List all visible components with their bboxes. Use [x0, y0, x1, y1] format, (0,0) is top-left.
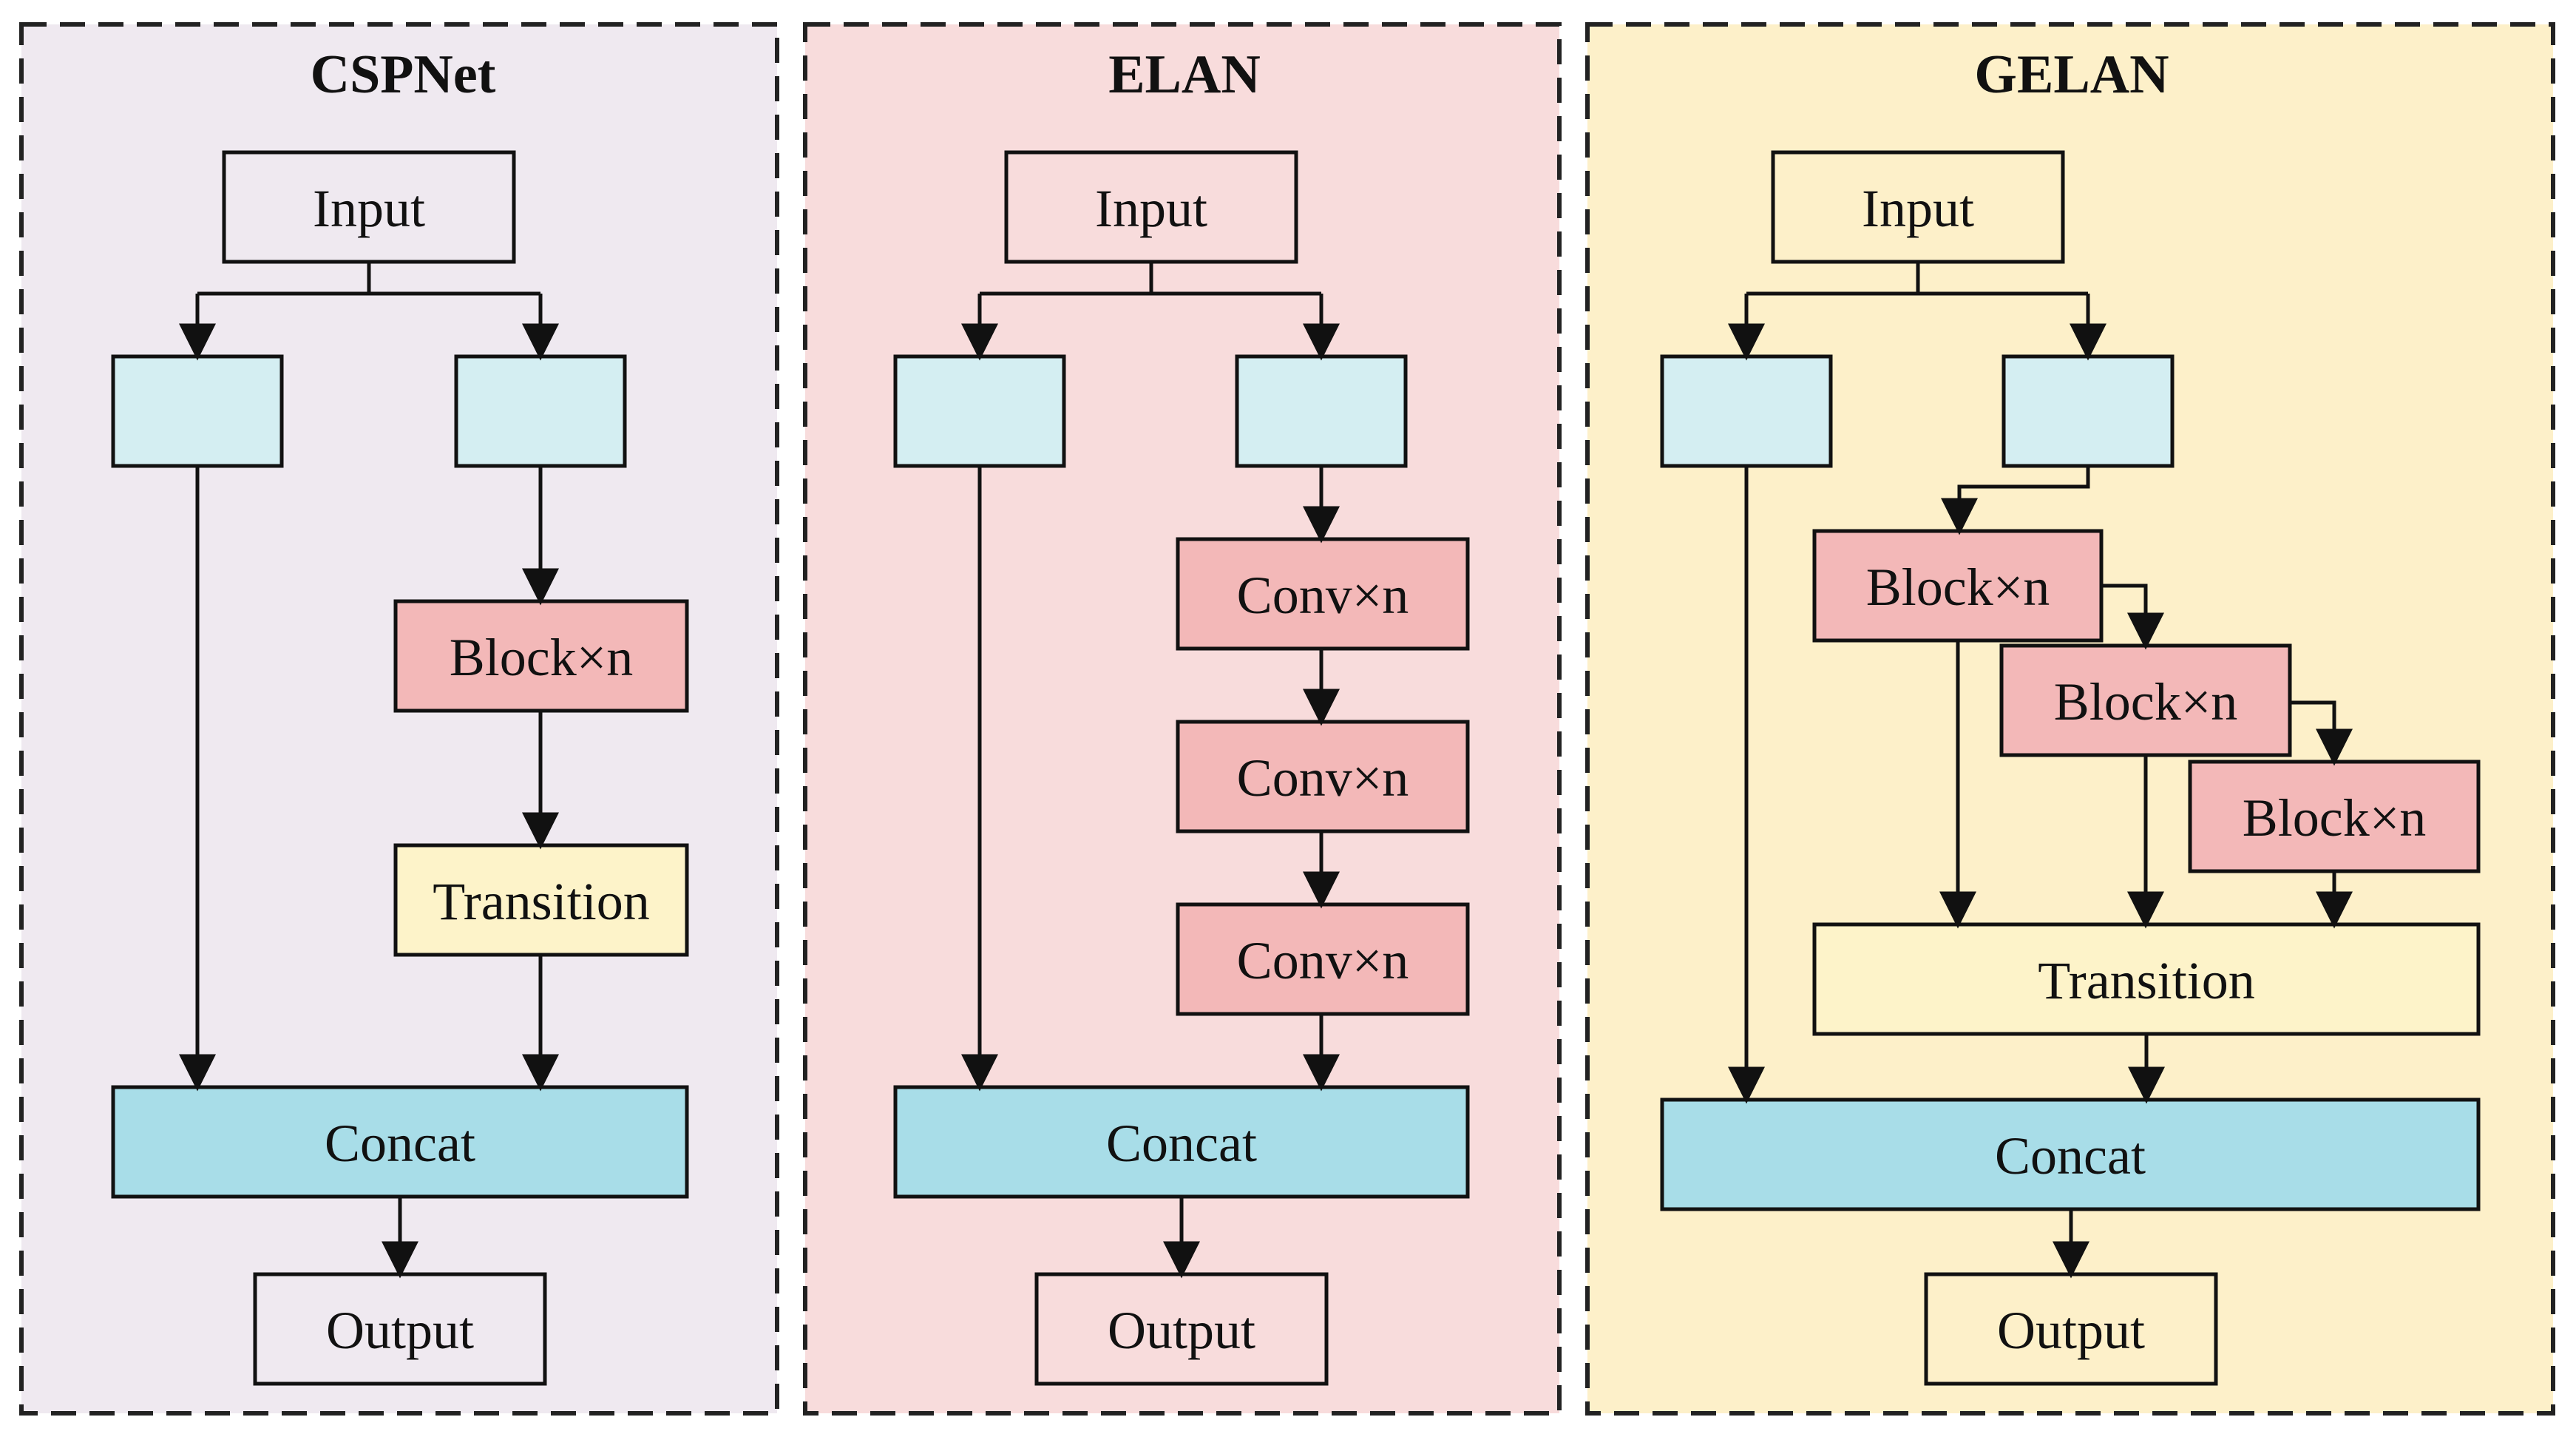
gelan-transition-node: Transition: [1812, 922, 2481, 1036]
gelan-concat-label: Concat: [1995, 1126, 2146, 1186]
gelan-split-right-node: [2002, 354, 2175, 468]
gelan-edge-split-right-block1: [1941, 466, 2090, 535]
elan-split-right-node: [1235, 354, 1408, 468]
cspnet-split-left-node: [111, 354, 284, 468]
cspnet-transition-label: Transition: [433, 872, 649, 931]
panel-elan: ELAN Input Conv×n Conv×n Conv×n Concat O…: [803, 22, 1562, 1416]
gelan-split-left-node: [1660, 354, 1833, 468]
gelan-block-node-3: Block×n: [2188, 760, 2481, 873]
gelan-block-label-1: Block×n: [1866, 558, 2050, 617]
gelan-edge-block1-block2: [2101, 584, 2164, 650]
cspnet-concat-label: Concat: [325, 1114, 475, 1173]
panel-cspnet: CSPNet Input Block×n Transition Concat O…: [19, 22, 779, 1416]
elan-split-left-node: [893, 354, 1066, 468]
panel-cspnet-title: CSPNet: [311, 44, 496, 105]
gelan-output-label: Output: [1997, 1301, 2145, 1360]
gelan-concat-node: Concat: [1660, 1098, 2481, 1211]
gelan-block-node-2: Block×n: [1999, 643, 2292, 757]
panel-elan-title: ELAN: [1108, 44, 1261, 105]
gelan-edge-block2-block3: [2290, 700, 2353, 766]
gelan-block-label-3: Block×n: [2243, 788, 2427, 848]
panel-gelan-title: GELAN: [1974, 44, 2169, 105]
gelan-block-node-1: Block×n: [1812, 529, 2104, 643]
elan-output-label: Output: [1108, 1301, 1255, 1360]
cspnet-output-label: Output: [326, 1301, 474, 1360]
cspnet-concat-node: Concat: [111, 1085, 689, 1199]
cspnet-input-label: Input: [313, 179, 425, 238]
gelan-block-label-2: Block×n: [2054, 672, 2238, 731]
elan-conv-node-1: Conv×n: [1176, 537, 1470, 651]
gelan-output-node: Output: [1924, 1272, 2218, 1386]
cspnet-transition-node: Transition: [393, 843, 689, 957]
elan-conv-label-1: Conv×n: [1237, 566, 1409, 625]
elan-conv-node-2: Conv×n: [1176, 720, 1470, 833]
cspnet-split-right-node: [454, 354, 627, 468]
cspnet-block-label: Block×n: [450, 628, 634, 687]
elan-input-label: Input: [1095, 179, 1207, 238]
elan-conv-label-3: Conv×n: [1237, 931, 1409, 990]
elan-conv-node-3: Conv×n: [1176, 902, 1470, 1016]
cspnet-block-node: Block×n: [393, 599, 689, 713]
gelan-transition-label: Transition: [2038, 951, 2254, 1010]
cspnet-input-node: Input: [222, 150, 516, 264]
elan-concat-node: Concat: [893, 1085, 1470, 1199]
panel-gelan: GELAN Input Block×n Block×n Block×n Tran…: [1585, 22, 2555, 1416]
elan-concat-label: Concat: [1106, 1114, 1257, 1173]
elan-conv-label-2: Conv×n: [1237, 748, 1409, 808]
gelan-input-label: Input: [1862, 179, 1974, 238]
